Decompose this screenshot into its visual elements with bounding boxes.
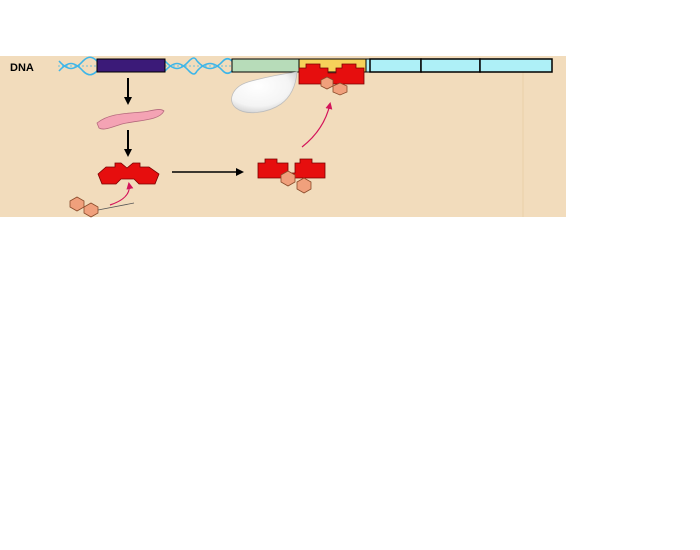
dna-helix-icon <box>58 56 233 76</box>
corepressor-molecule-icon <box>332 82 348 96</box>
corepressor-molecule-icon <box>296 177 312 194</box>
structural-gene <box>369 58 422 73</box>
binding-arrow <box>109 182 134 206</box>
structural-gene <box>420 58 481 73</box>
structural-gene <box>479 58 553 73</box>
repressor-bound-operator <box>298 63 365 96</box>
repressor-protein-icon <box>257 158 326 179</box>
rna-polymerase-icon <box>231 71 298 114</box>
dna-label: DNA <box>10 62 34 74</box>
active-repressor-complex <box>257 158 326 194</box>
repressor-protein-icon <box>97 162 160 185</box>
regulatory-gene <box>96 58 166 73</box>
corepressor-molecule-icon <box>320 76 334 90</box>
corepressor-molecule-icon <box>83 202 99 218</box>
promoter-region <box>231 58 300 73</box>
operator-binding-arrow <box>301 102 333 148</box>
corepressor-molecule-icon <box>280 170 296 187</box>
structural-genes <box>365 58 553 73</box>
repressor-protein-icon <box>298 63 365 85</box>
mrna-strand-icon <box>96 109 165 130</box>
free-corepressor <box>69 196 135 218</box>
